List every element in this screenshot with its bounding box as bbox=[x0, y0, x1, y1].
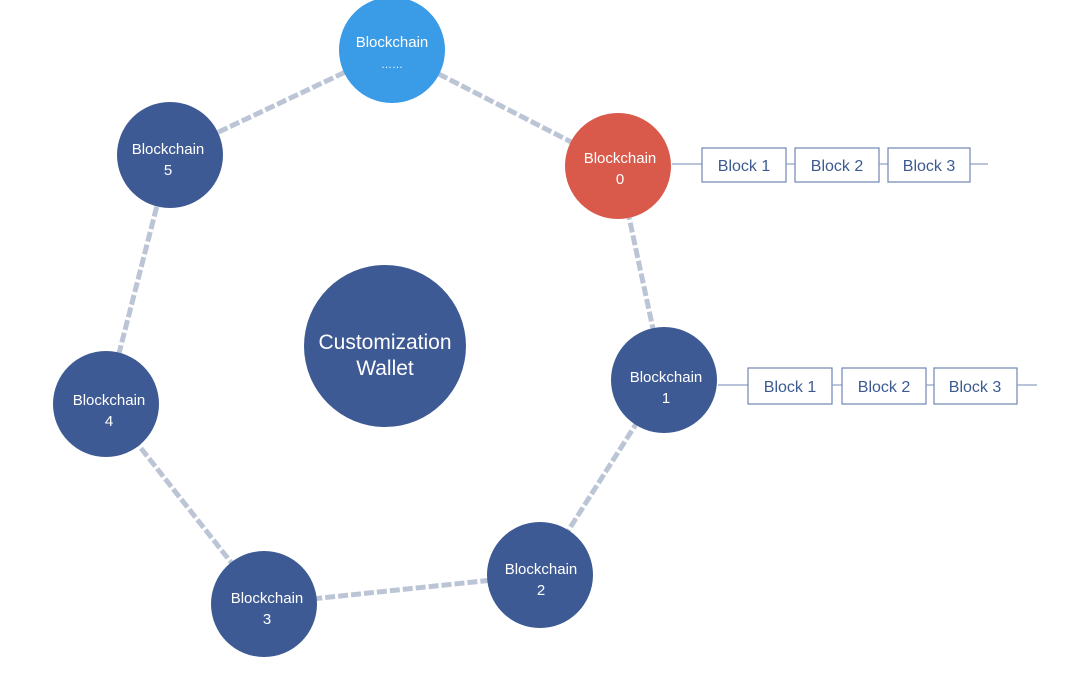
block-label: Block 1 bbox=[718, 158, 771, 175]
blockchain-node-5: Blockchain 5 bbox=[117, 102, 223, 208]
block-label: Block 3 bbox=[903, 158, 956, 175]
node-label-line2: 0 bbox=[616, 171, 624, 188]
node-label-line1: Blockchain bbox=[505, 561, 578, 578]
node-label-line1: Blockchain bbox=[584, 150, 657, 167]
block-box bbox=[794, 147, 880, 183]
blockchain-node-2: Blockchain 2 bbox=[487, 522, 593, 628]
node-label-line2: 2 bbox=[537, 582, 545, 599]
node-label-line1: Blockchain bbox=[73, 392, 146, 409]
block-label: Block 2 bbox=[811, 158, 864, 175]
blockchain-node-1: Blockchain 1 bbox=[611, 327, 717, 433]
blockchain-node-4: Blockchain 4 bbox=[53, 351, 159, 457]
center-label-line1: Customization bbox=[318, 331, 451, 354]
node-circle bbox=[53, 351, 159, 457]
node-label-line1: Blockchain bbox=[132, 141, 205, 158]
block-box bbox=[887, 147, 971, 183]
node-circle bbox=[565, 113, 671, 219]
blockchain-node-3: Blockchain 3 bbox=[211, 551, 317, 657]
node-label-line2: 3 bbox=[263, 611, 271, 628]
block-box bbox=[747, 367, 833, 405]
node-label-line2: …… bbox=[381, 59, 403, 71]
block-box bbox=[841, 367, 927, 405]
block-label: Block 3 bbox=[949, 379, 1002, 396]
node-label-line1: Blockchain bbox=[630, 369, 703, 386]
node-circle bbox=[611, 327, 717, 433]
node-circle bbox=[487, 522, 593, 628]
node-label-line2: 4 bbox=[105, 413, 113, 430]
blockchain-node-ellipsis: Blockchain …… bbox=[339, 0, 445, 103]
chain-0-blocks: Block 1 Block 2 Block 3 bbox=[672, 147, 988, 183]
block-label: Block 1 bbox=[764, 379, 817, 396]
center-label-line2: Wallet bbox=[356, 357, 414, 380]
block-label: Block 2 bbox=[858, 379, 911, 396]
block-box bbox=[701, 147, 787, 183]
chain-1-blocks: Block 1 Block 2 Block 3 bbox=[718, 367, 1037, 405]
node-label-line2: 1 bbox=[662, 390, 670, 407]
center-circle bbox=[304, 265, 466, 427]
customization-wallet-node: Customization Wallet bbox=[304, 265, 466, 427]
block-box bbox=[933, 367, 1018, 405]
node-circle bbox=[211, 551, 317, 657]
node-circle bbox=[339, 0, 445, 103]
node-label-line1: Blockchain bbox=[231, 590, 304, 607]
node-label-line1: Blockchain bbox=[356, 34, 429, 51]
blockchain-node-0: Blockchain 0 bbox=[565, 113, 671, 219]
node-circle bbox=[117, 102, 223, 208]
node-label-line2: 5 bbox=[164, 162, 172, 179]
